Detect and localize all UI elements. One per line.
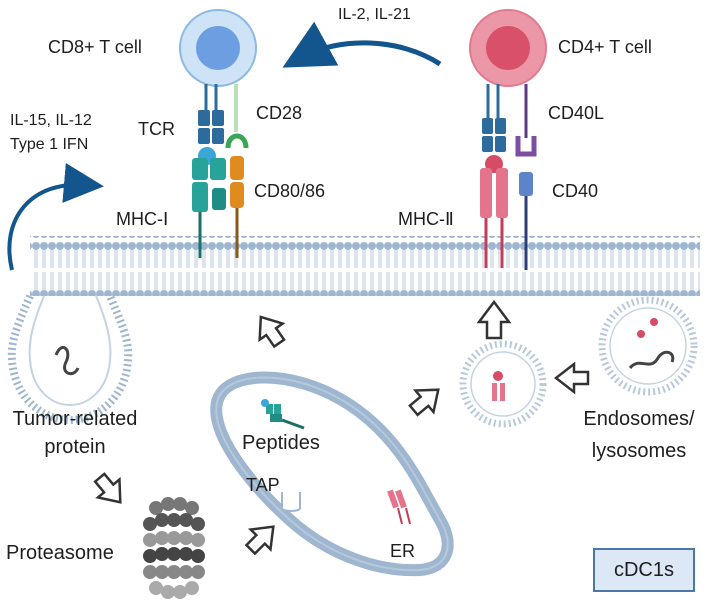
er-label: ER [390, 541, 416, 561]
mhc2-label: MHC-Ⅱ [398, 209, 454, 229]
type1-ifn-label: Type 1 IFN [10, 136, 89, 153]
tumor-protein-label-line2: protein [44, 436, 106, 458]
cd40l-label: CD40L [548, 103, 605, 123]
cytokine-arrow-top [282, 21, 442, 68]
cd40-molecule [519, 172, 533, 270]
il15-il12-label: IL-15, IL-12 [10, 112, 92, 129]
arrow-to-endosome [408, 388, 440, 417]
mhc2-molecule [480, 168, 508, 268]
cd8-t-cell [179, 9, 257, 87]
proteasome-label: Proteasome [6, 542, 114, 564]
plasma-membrane [30, 236, 700, 296]
endosomes-label-line2: lysosomes [591, 440, 687, 462]
lysosome-vesicle [598, 296, 698, 396]
il2-il21-label: IL-2, IL-21 [338, 6, 411, 23]
cd40-label: CD40 [552, 181, 599, 201]
endosomes-label-line1: Endosomes/ [583, 408, 695, 430]
arrow-up-right [476, 299, 512, 340]
cytokine-arrow-left [7, 163, 104, 271]
cd4-t-cell-label: CD4+ T cell [558, 37, 652, 57]
tcr-receptor-cd4 [482, 84, 506, 173]
cd28-molecule [225, 84, 249, 149]
cd80-86-molecule [230, 156, 244, 258]
endosome-vesicle [459, 340, 547, 428]
cd28-label: CD28 [256, 103, 303, 123]
cell-type-label: cDC1s [613, 558, 674, 581]
endoplasmic-reticulum [210, 371, 454, 577]
cd40l-molecule [515, 84, 537, 157]
arrow-up-left [258, 315, 286, 349]
arrow-to-er [244, 525, 275, 556]
peptides-label: Peptides [242, 432, 320, 454]
cd8-t-cell-label: CD8+ T cell [48, 37, 142, 57]
mhc1-molecule [192, 158, 226, 258]
endocytic-vesicle [7, 294, 133, 425]
cd80-86-label: CD80/86 [254, 181, 326, 201]
tcr-label: TCR [138, 119, 175, 139]
mhc1-label: MHC-Ⅰ [116, 209, 169, 229]
cd4-t-cell [469, 9, 547, 87]
tumor-protein-label-line1: Tumor-related [12, 408, 138, 430]
proteasome [143, 497, 205, 599]
tap-label: TAP [246, 475, 280, 495]
arrow-from-lysosome [553, 361, 590, 395]
arrow-to-proteasome [93, 472, 122, 504]
tcr-receptor-cd8 [198, 84, 224, 165]
cell-type-box: cDC1s [593, 548, 695, 592]
